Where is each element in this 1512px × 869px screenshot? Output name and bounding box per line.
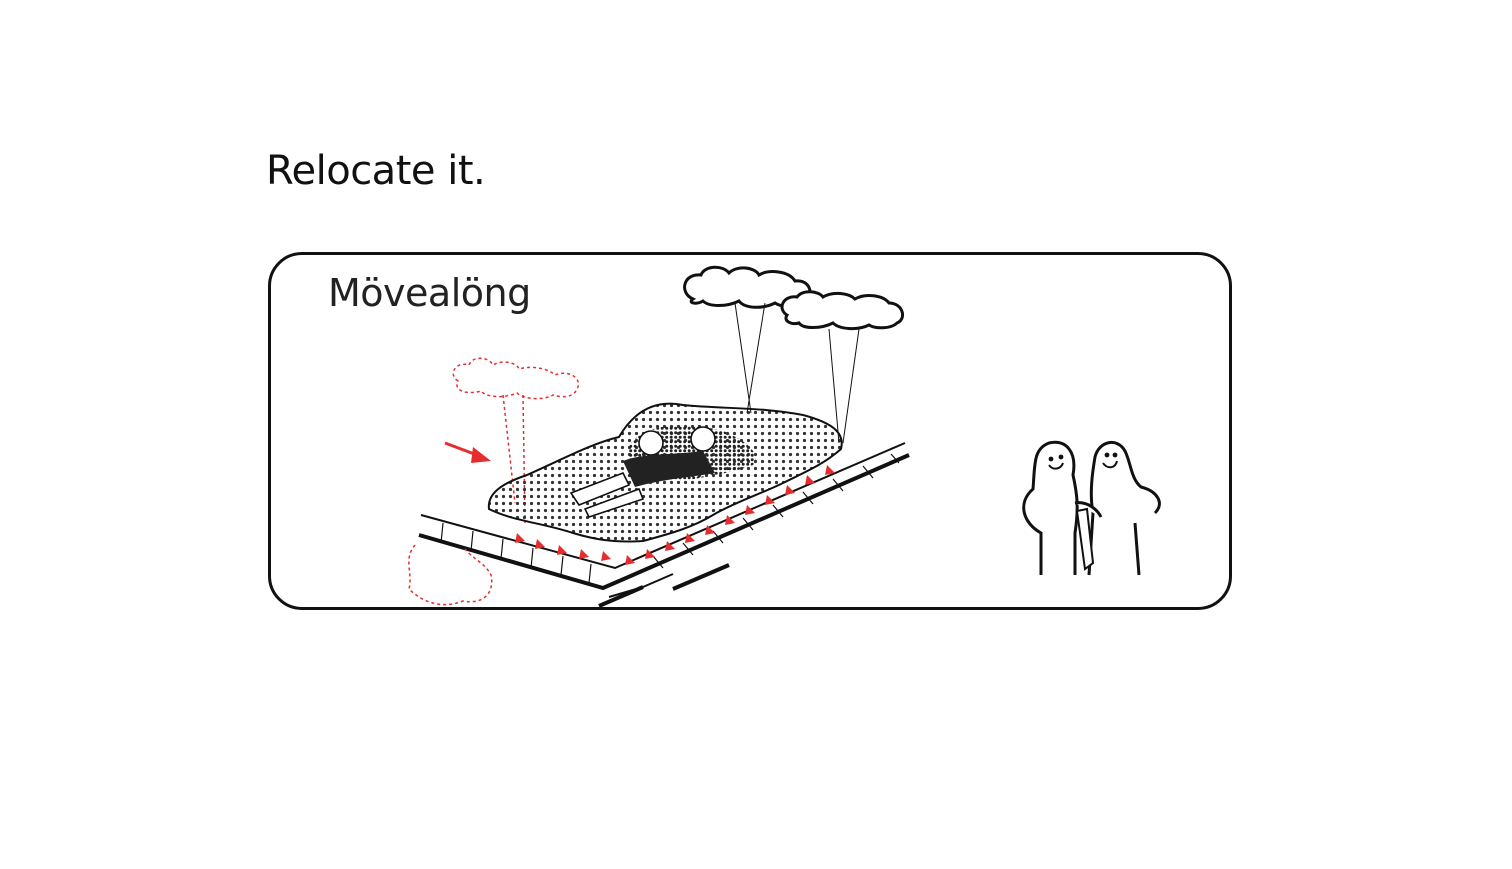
hill-icon (487, 402, 843, 565)
red-arrow-icon (444, 441, 491, 463)
sidewalk (418, 442, 910, 607)
relocation-illustration (408, 265, 1161, 607)
panel-title: Mövealöng (328, 271, 531, 315)
instruction-panel: Mövealöng (268, 252, 1232, 610)
cloud-icon (683, 265, 905, 331)
boundary-markers (515, 465, 835, 565)
person-icon (1022, 440, 1161, 576)
page-headline: Relocate it. (266, 148, 486, 194)
